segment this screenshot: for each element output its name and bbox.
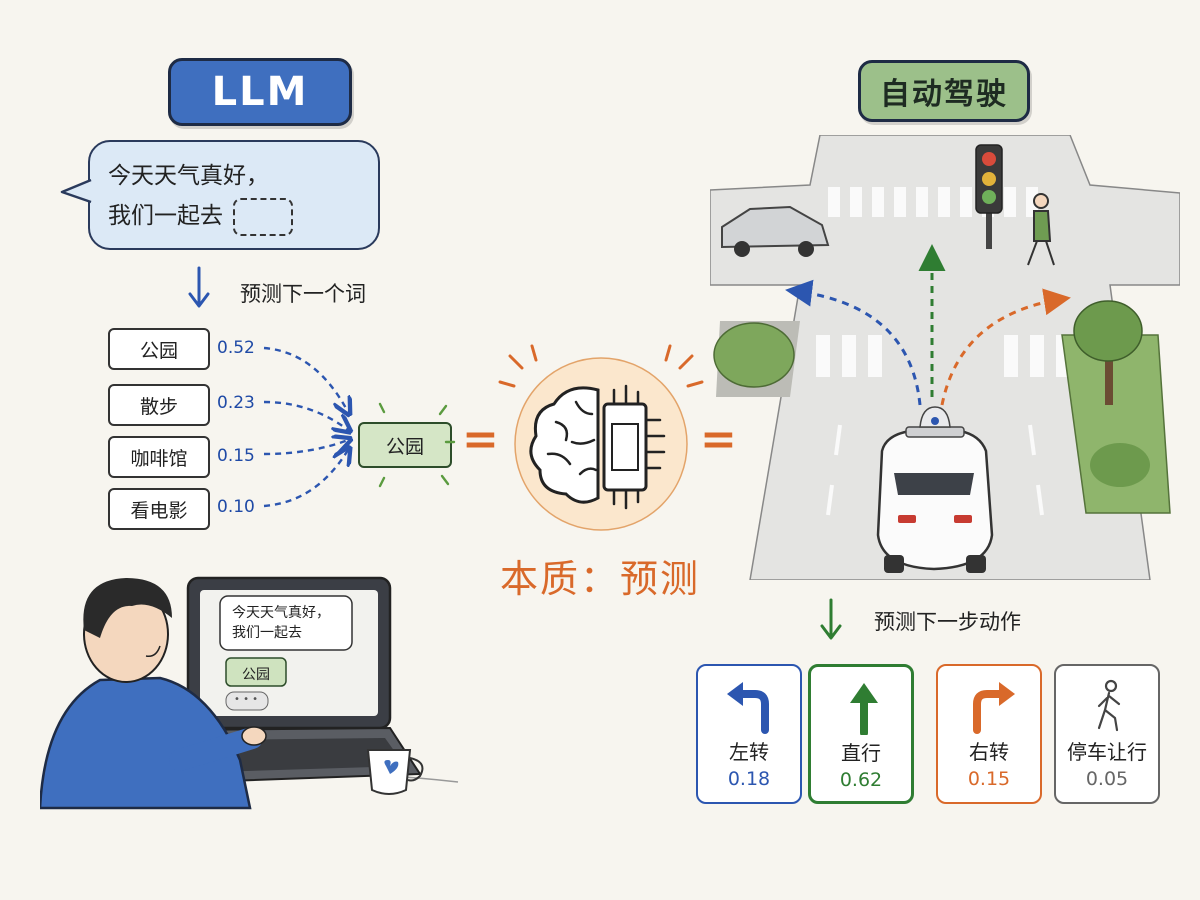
result-glow-rays (378, 402, 456, 488)
right-median-tree-icon (1061, 300, 1171, 514)
action-label-straight: 直行 (841, 741, 881, 765)
action-label-right-turn: 右转 (969, 740, 1009, 764)
equals-left: = (462, 414, 499, 465)
action-prob-left-turn: 0.18 (727, 768, 771, 790)
candidate-prob-4: 0.10 (217, 497, 255, 517)
bubble-tail (60, 178, 94, 204)
brain-chip-icon (498, 344, 704, 531)
core-essence-label: 本质：预测 (499, 557, 700, 601)
laptop-chat-line-1: 今天天气真好， (232, 605, 330, 621)
candidate-word-4: 看电影 (108, 488, 210, 530)
right-turn-arrow-icon (973, 682, 1015, 734)
action-card-straight: 直行 0.62 (808, 664, 914, 804)
left-bush-icon (713, 321, 800, 397)
candidate-prob-3: 0.15 (217, 446, 255, 466)
prompt-speech-bubble: 今天天气真好， 我们一起去 (88, 140, 380, 250)
candidate-prob-2: 0.23 (217, 393, 255, 413)
action-prob-straight: 0.62 (839, 769, 883, 791)
llm-title: LLM (168, 58, 352, 126)
action-label-left-turn: 左转 (729, 740, 769, 764)
intersection-scene-illustration (710, 135, 1180, 580)
candidate-word-1: 公园 (108, 328, 210, 370)
pedestrian-icon (1027, 193, 1055, 266)
action-card-stop-yield: 停车让行 0.05 (1054, 664, 1160, 804)
prompt-line-2: 我们一起去 (108, 196, 360, 236)
predicted-word-result: 公园 (358, 422, 452, 468)
action-card-right-turn: 右转 0.15 (936, 664, 1042, 804)
coffee-mug-icon (366, 749, 424, 795)
laptop-chat-line-2: 我们一起去 (232, 625, 302, 641)
left-car-icon (721, 205, 830, 257)
autonomous-car-icon (876, 406, 994, 573)
converging-arrows (263, 346, 366, 508)
action-prob-right-turn: 0.15 (967, 768, 1011, 790)
action-card-left-turn: 左转 0.18 (696, 664, 802, 804)
blank-placeholder (233, 197, 293, 236)
traffic-light-icon (975, 144, 1003, 249)
equals-right: = (700, 414, 737, 465)
left-turn-arrow-icon (727, 682, 769, 734)
arrow-down-blue-icon (188, 266, 210, 308)
candidate-word-3: 咖啡馆 (108, 436, 210, 478)
action-label-stop-yield: 停车让行 (1067, 740, 1147, 764)
person-icon (40, 578, 267, 810)
candidate-prob-1: 0.52 (217, 338, 255, 358)
action-prob-stop-yield: 0.05 (1085, 768, 1129, 790)
arrow-down-green-icon (820, 598, 842, 640)
candidate-word-2: 散步 (108, 384, 210, 426)
predict-next-word-label: 预测下一个词 (240, 282, 366, 306)
laptop-typing-indicator: • • • (234, 694, 259, 705)
pedestrian-walking-icon (1097, 679, 1121, 732)
prompt-line-1: 今天天气真好， (108, 163, 269, 189)
prompt-line-2-text: 我们一起去 (108, 203, 223, 229)
autonomous-driving-title: 自动驾驶 (858, 60, 1030, 122)
laptop-reply-word: 公园 (242, 667, 270, 683)
predict-next-action-label: 预测下一步动作 (874, 610, 1021, 634)
person-with-laptop-illustration (40, 576, 459, 810)
straight-arrow-icon (850, 683, 878, 735)
